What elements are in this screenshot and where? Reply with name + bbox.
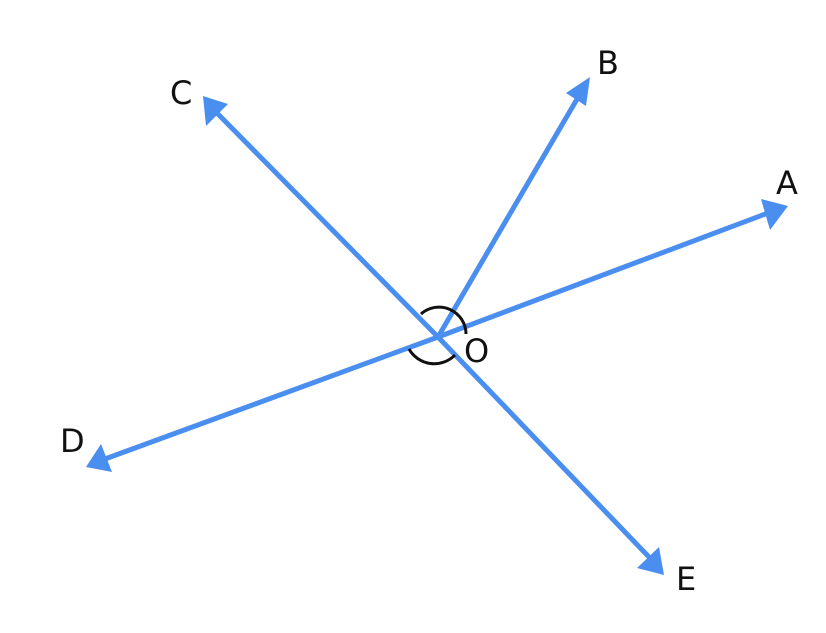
ray-ob-arrowhead xyxy=(566,77,590,106)
label-point-d: D xyxy=(60,422,85,460)
ray-oe-arrowhead xyxy=(637,547,664,575)
ray-oc-line xyxy=(211,107,441,340)
ray-oe xyxy=(435,334,664,575)
label-point-e: E xyxy=(676,560,696,598)
ray-od-line xyxy=(102,334,441,462)
ray-od-arrowhead xyxy=(86,444,112,472)
ray-oa xyxy=(435,199,788,340)
ray-od xyxy=(86,334,441,472)
ray-ob-line xyxy=(435,91,583,340)
label-point-c: C xyxy=(170,74,192,112)
ray-oa-line xyxy=(435,210,771,340)
label-point-a: A xyxy=(776,164,798,202)
angle-arc-doe xyxy=(407,348,457,366)
ray-oe-line xyxy=(435,334,651,559)
angle-arc-cob xyxy=(420,305,468,335)
ray-ob xyxy=(435,77,590,340)
label-point-o: O xyxy=(464,332,489,370)
ray-oa-arrowhead xyxy=(761,199,788,230)
ray-oc-arrowhead xyxy=(203,96,228,126)
label-point-b: B xyxy=(597,44,619,82)
ray-oc xyxy=(203,96,441,340)
